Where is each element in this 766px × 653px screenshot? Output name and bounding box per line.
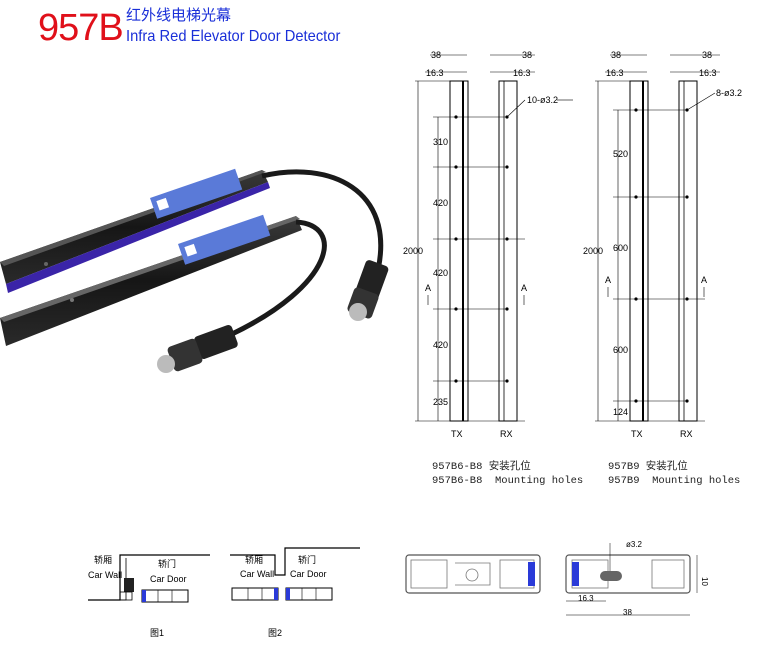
dim-16-3-rx: 16.3 (699, 68, 717, 78)
fig2-door-cn: 轿门 (298, 554, 316, 565)
dim-16-3-rx: 16.3 (513, 68, 531, 78)
connector-tx (157, 325, 238, 373)
rx-label: RX (680, 429, 693, 439)
section-a-left: A (425, 283, 431, 293)
light-curtain-bar-rx (0, 168, 270, 293)
seg-4: 124 (613, 407, 628, 417)
caption-right-en: 957B9 Mounting holes (608, 475, 741, 487)
fig1-wall-cn: 轿厢 (94, 554, 112, 565)
seg-1: 310 (433, 137, 448, 147)
fig2-wall-cn: 轿厢 (245, 554, 263, 565)
profile-width: 38 (623, 608, 632, 617)
title-chinese: 红外线电梯光幕 (126, 7, 232, 24)
total-length: 2000 (583, 246, 603, 256)
caption-right-cn: 957B9 安装孔位 (608, 461, 688, 473)
seg-2: 600 (613, 243, 628, 253)
fig1-door-cn: 轿门 (158, 558, 176, 569)
fig1-label: 图1 (150, 628, 164, 638)
fig1-door-en: Car Door (150, 574, 187, 584)
drawing-957b6-b8: 38 16.3 38 16.3 10-ø3.2 310 420 420 420 … (403, 50, 573, 439)
seg-1: 520 (613, 149, 628, 159)
fig2-wall-en: Car Wall (240, 569, 274, 579)
caption-left-cn: 957B6-B8 安装孔位 (432, 461, 531, 473)
rx-label: RX (500, 429, 513, 439)
model-number: 957B (38, 7, 124, 49)
profile-inner: 16.3 (578, 594, 594, 603)
section-a-right: A (701, 275, 707, 285)
title-english: Infra Red Elevator Door Detector (126, 28, 341, 45)
install-fig-2: 轿厢 Car Wall 轿门 Car Door 图2 (230, 547, 360, 638)
dim-38-tx: 38 (611, 50, 621, 60)
tx-label: TX (451, 429, 463, 439)
profile-right: ø3.2 10 16.3 38 (565, 540, 709, 617)
cable-tx (228, 219, 327, 338)
holes-label: 8-ø3.2 (716, 88, 742, 98)
tx-label: TX (631, 429, 643, 439)
seg-3: 420 (433, 268, 448, 278)
profile-left (405, 554, 541, 594)
drawing-957b9: 38 16.3 38 16.3 8-ø3.2 520 600 600 124 2… (583, 50, 742, 439)
profile-height: 10 (700, 577, 709, 586)
fig2-label: 图2 (268, 628, 282, 638)
product-photo (0, 168, 389, 373)
seg-5: 235 (433, 397, 448, 407)
profile-drawings: ø3.2 10 16.3 38 (405, 540, 709, 617)
install-fig-1: 轿厢 Car Wall 轿门 Car Door 图1 (88, 554, 210, 638)
profile-hole: ø3.2 (626, 540, 643, 549)
caption-left-en: 957B6-B8 Mounting holes (432, 475, 584, 487)
seg-3: 600 (613, 345, 628, 355)
seg-4: 420 (433, 340, 448, 350)
cable-rx (261, 169, 384, 271)
connector-rx (347, 260, 389, 321)
total-length: 2000 (403, 246, 423, 256)
dim-16-3-tx: 16.3 (606, 68, 624, 78)
section-a-left: A (605, 275, 611, 285)
fig2-door-en: Car Door (290, 569, 327, 579)
install-figures: 轿厢 Car Wall 轿门 Car Door 图1 轿厢 Car Wall 轿… (88, 547, 360, 638)
section-a-right: A (521, 283, 527, 293)
dim-38-rx: 38 (522, 50, 532, 60)
seg-2: 420 (433, 198, 448, 208)
dim-16-3-tx: 16.3 (426, 68, 444, 78)
dim-38-rx: 38 (702, 50, 712, 60)
fig1-wall-en: Car Wall (88, 570, 122, 580)
light-curtain-bar-tx (0, 214, 302, 346)
dim-38-tx: 38 (431, 50, 441, 60)
holes-label: 10-ø3.2 (527, 95, 558, 105)
